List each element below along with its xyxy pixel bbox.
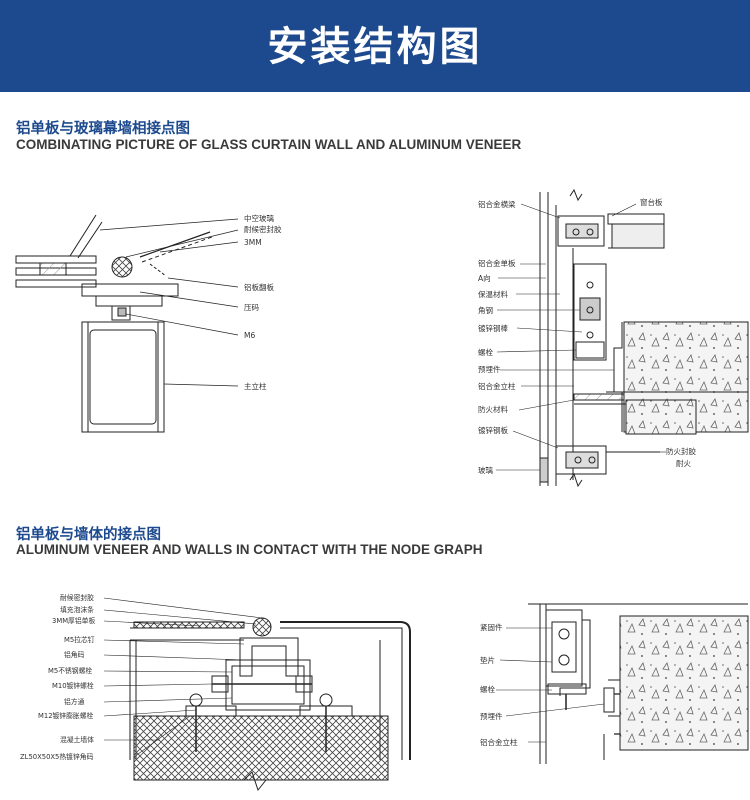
section1-title-cn: 铝单板与玻璃幕墙相接点图 bbox=[16, 121, 190, 137]
label-concrete-wall: 混凝土墙体 bbox=[60, 735, 94, 744]
label-zl-angle-code: ZL50X50X5热镀锌角码 bbox=[20, 752, 94, 761]
label-3mm-veneer: 3MM厚铝单板 bbox=[52, 616, 95, 625]
label-insulated-glass: 中空玻璃 bbox=[244, 213, 274, 223]
label-fireproof-material: 防火材料 bbox=[478, 404, 508, 414]
header-banner bbox=[0, 0, 750, 92]
section2-title-en: ALUMINUM VENEER AND WALLS IN CONTACT WIT… bbox=[16, 542, 483, 557]
label-a-direction: A向 bbox=[478, 273, 491, 283]
label-galvanized-rod: 镀锌钢棒 bbox=[478, 323, 508, 333]
label-m5-rivet: M5拉芯钉 bbox=[64, 635, 95, 644]
label-m6: M6 bbox=[244, 331, 255, 340]
label-fastener: 紧固件 bbox=[480, 622, 503, 632]
label-m10-galvanized-bolt: M10镀锌螺栓 bbox=[52, 681, 94, 690]
drawing-glass-aluminum-joint bbox=[15, 214, 239, 433]
label-3mm: 3MM bbox=[244, 238, 262, 247]
drawing4-labels: 紧固件 垫片 螺栓 预埋件 铝合金立柱 bbox=[480, 622, 518, 747]
label-aluminum-flap: 铝板翻板 bbox=[244, 282, 274, 292]
label-embedded-part: 预埋件 bbox=[478, 364, 501, 374]
section1-title-en: COMBINATING PICTURE OF GLASS CURTAIN WAL… bbox=[16, 137, 522, 152]
label-fire-resistant: 耐火 bbox=[676, 458, 691, 468]
drawing3-labels: 耐候密封胶 填充泡沫条 3MM厚铝单板 M5拉芯钉 铝角码 M5不锈钢螺栓 M1… bbox=[20, 593, 95, 761]
label-foam-rod: 填充泡沫条 bbox=[60, 605, 94, 614]
drawing1-labels: 中空玻璃 耐候密封胶 3MM 铝板翻板 压码 M6 主立柱 bbox=[244, 213, 282, 391]
label-bolt: 螺栓 bbox=[478, 347, 493, 357]
page-title: 安装结构图 bbox=[267, 24, 483, 70]
section2-title-cn: 铝单板与墙体的接点图 bbox=[16, 527, 161, 543]
label-aluminum-angle: 铝角码 bbox=[64, 650, 85, 659]
label-washer: 垫片 bbox=[480, 655, 495, 665]
label-bolt-2: 螺栓 bbox=[480, 684, 495, 694]
label-pressure-clip: 压码 bbox=[244, 303, 259, 312]
drawing-window-sill-section bbox=[496, 188, 749, 488]
label-weather-sealant: 耐候密封胶 bbox=[244, 224, 282, 234]
label-main-mullion: 主立柱 bbox=[244, 381, 267, 391]
label-aluminum-mullion: 铝合金立柱 bbox=[478, 381, 516, 391]
label-angle-steel: 角钢 bbox=[478, 305, 493, 315]
label-glass: 玻璃 bbox=[478, 465, 493, 475]
label-aluminum-veneer: 铝合金单板 bbox=[478, 258, 516, 268]
drawing2-labels: 铝合金横梁 铝合金单板 A向 保温材料 角钢 镀锌钢棒 螺栓 预埋件 铝合金立柱… bbox=[478, 197, 696, 475]
label-m5-stainless-bolt: M5不锈钢螺栓 bbox=[48, 666, 92, 675]
label-embedded-part-2: 预埋件 bbox=[480, 711, 503, 721]
label-aluminum-tube: 铝方通 bbox=[64, 697, 85, 706]
label-window-sill: 窗台板 bbox=[640, 197, 663, 207]
label-m12-expansion-bolt: M12镀锌膨胀螺栓 bbox=[38, 711, 93, 720]
label-galvanized-plate: 镀锌钢板 bbox=[478, 425, 508, 435]
drawing-embedded-part bbox=[496, 603, 749, 764]
label-aluminum-transom: 铝合金横梁 bbox=[478, 199, 516, 209]
drawing-veneer-wall-joint bbox=[103, 597, 411, 792]
label-aluminum-mullion-2: 铝合金立柱 bbox=[480, 737, 518, 747]
label-weather-sealant-2: 耐候密封胶 bbox=[60, 593, 94, 602]
label-fire-sealant: 防火封胶 bbox=[666, 446, 696, 456]
label-insulation: 保温材料 bbox=[478, 289, 508, 299]
